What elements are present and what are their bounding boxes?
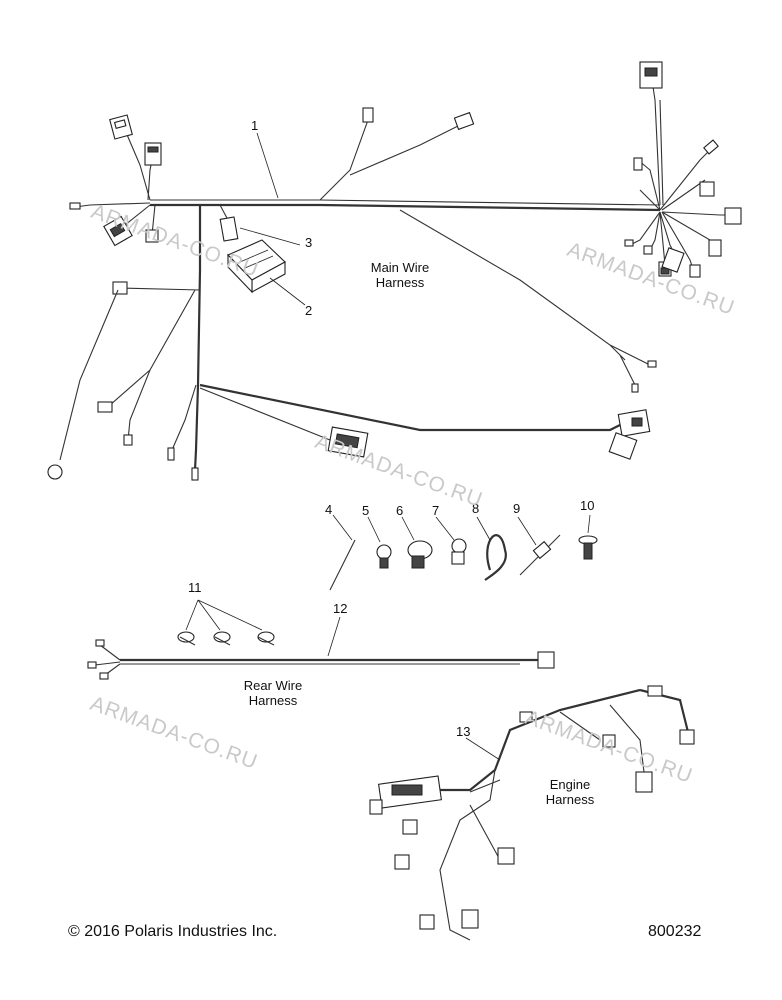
connector-large-center (327, 426, 369, 458)
loose-parts (329, 534, 598, 591)
main-harness-caption: Main Wire Harness (355, 260, 445, 290)
callout-7: 7 (432, 503, 440, 518)
tie-9 (519, 534, 561, 576)
rear-harness-caption-line1: Rear Wire (243, 678, 303, 693)
connector-right-far (608, 409, 651, 460)
ecm-module (227, 239, 286, 294)
main-harness-caption-line2: Harness (375, 275, 425, 290)
callout-12: 12 (333, 601, 348, 616)
callout-9: 9 (513, 501, 521, 516)
engine-harness-caption-line2: Harness (545, 792, 595, 807)
engine-harness (369, 685, 695, 941)
clip-6 (407, 540, 433, 569)
connector-upper-left-1 (109, 114, 133, 140)
push-clips-11 (177, 631, 275, 646)
cable-tie-strap (329, 539, 356, 591)
figure-number: 800232 (648, 923, 702, 940)
callout-10: 10 (580, 498, 595, 513)
connector-upper-left-2 (144, 142, 162, 166)
rear-wire-harness (87, 631, 555, 680)
callout-13: 13 (456, 724, 471, 739)
engine-harness-caption-line1: Engine (549, 777, 591, 792)
callout-5: 5 (362, 503, 370, 518)
engine-connector-ecu (378, 775, 442, 809)
callout-4: 4 (325, 502, 333, 517)
copyright-text: © 2016 Polaris Industries Inc. (68, 923, 278, 940)
connector-lower-left (103, 215, 133, 247)
engine-harness-caption: Engine Harness (530, 777, 610, 807)
clip-7 (451, 538, 467, 565)
clip-5 (376, 544, 392, 569)
callout-2: 2 (305, 303, 313, 318)
callout-8: 8 (472, 501, 480, 516)
strap-8 (484, 534, 507, 581)
callout-11: 11 (188, 580, 202, 595)
callout-1: 1 (251, 118, 259, 133)
rear-harness-caption: Rear Wire Harness (228, 678, 318, 708)
leader-lines (185, 132, 591, 761)
callout-3: 3 (305, 235, 313, 250)
main-wire-harness (47, 61, 742, 481)
callout-6: 6 (396, 503, 404, 518)
rear-harness-caption-line2: Harness (248, 693, 298, 708)
main-harness-caption-line1: Main Wire (370, 260, 430, 275)
push-rivet-10 (578, 535, 598, 560)
